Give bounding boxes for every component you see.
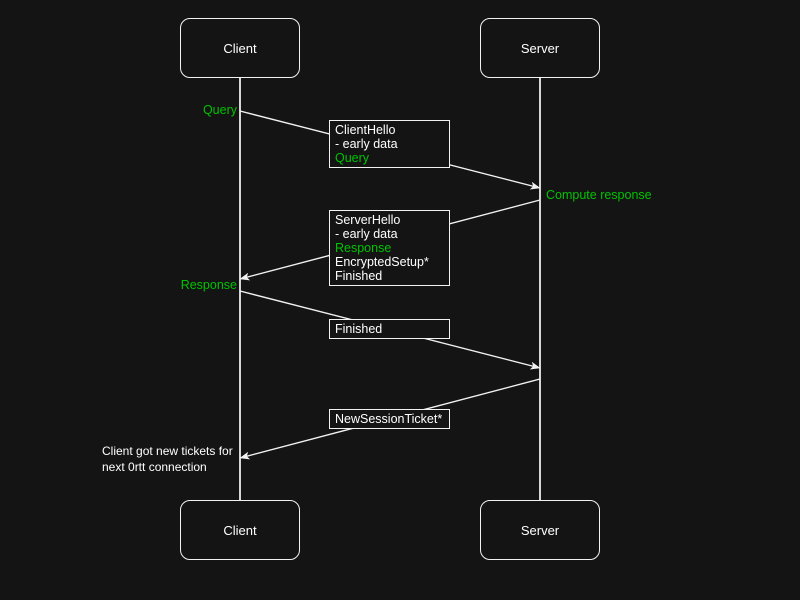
message-line: - early data [335, 137, 398, 151]
message-line: NewSessionTicket* [335, 412, 443, 426]
message-line: Finished [335, 322, 383, 336]
actor-server-top-label: Server [520, 40, 560, 56]
message-line-highlight: Response [335, 241, 392, 255]
note-new-tickets: Client got new tickets for next 0rtt con… [102, 444, 233, 475]
label-response: Response [180, 278, 237, 292]
actor-server-top: Server [480, 18, 600, 78]
message-line: - early data [335, 227, 398, 241]
message-finished: Finished [329, 319, 450, 339]
actor-client-bottom: Client [180, 500, 300, 560]
actor-client-top-label: Client [223, 40, 257, 56]
actor-server-bottom-label: Server [520, 522, 560, 538]
label-compute-response: Compute response [546, 188, 652, 202]
message-line: ClientHello [335, 123, 396, 137]
label-query: Query [202, 103, 237, 117]
message-line: Finished [335, 269, 383, 283]
actor-server-bottom: Server [480, 500, 600, 560]
actor-client-bottom-label: Client [223, 522, 257, 538]
message-line: ServerHello [335, 213, 401, 227]
actor-client-top: Client [180, 18, 300, 78]
message-client-hello: ClientHello - early data Query [329, 120, 450, 168]
message-new-session-ticket: NewSessionTicket* [329, 409, 450, 429]
note-line: Client got new tickets for [102, 444, 233, 458]
message-line: EncryptedSetup* [335, 255, 429, 269]
note-line: next 0rtt connection [102, 459, 207, 474]
message-line-highlight: Query [335, 151, 370, 165]
message-server-hello: ServerHello - early data Response Encryp… [329, 210, 450, 286]
